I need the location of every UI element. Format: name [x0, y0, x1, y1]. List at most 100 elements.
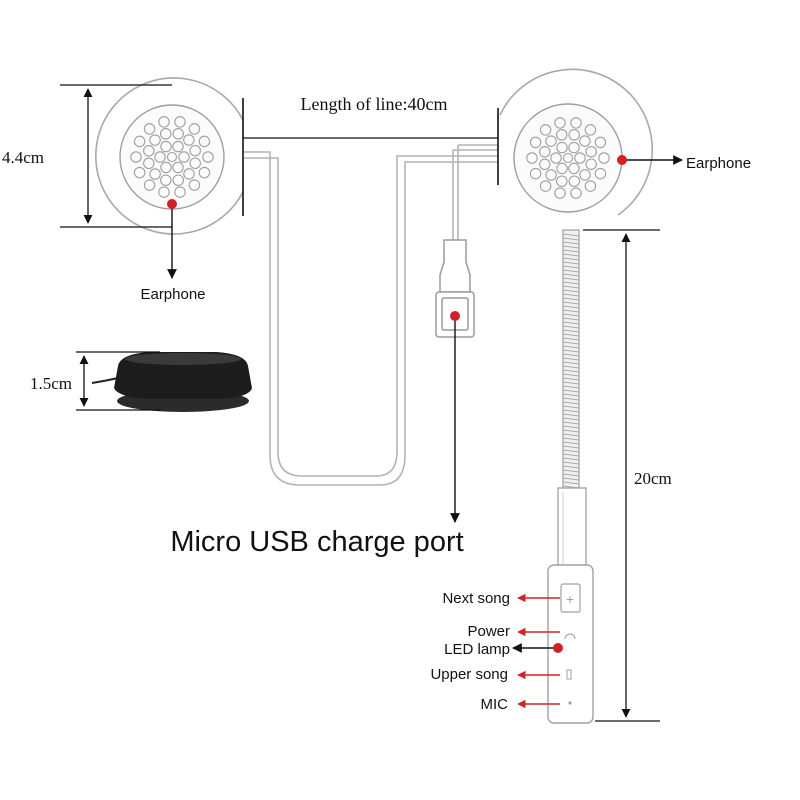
gooseneck-coil [562, 381, 580, 385]
gooseneck-coil [562, 269, 580, 273]
gooseneck-coil [562, 237, 580, 241]
boom-length-label: 20cm [634, 469, 672, 488]
gooseneck-coil [562, 433, 580, 437]
gooseneck-coil [562, 349, 580, 353]
grille-hole [556, 162, 568, 175]
grille-hole [598, 152, 610, 164]
grille-hole [154, 151, 166, 163]
grille-hole [562, 152, 574, 164]
gooseneck-coil [562, 313, 580, 317]
grille-hole [149, 168, 161, 180]
earphone-side-view [91, 352, 252, 412]
next-song-label: Next song [442, 590, 510, 607]
grille-hole [143, 157, 155, 170]
grille-hole [579, 135, 591, 147]
gooseneck-coil [562, 385, 580, 389]
grille-hole [188, 123, 201, 135]
gooseneck-coil [562, 389, 580, 393]
grille-hole [539, 180, 552, 192]
gooseneck-coil [562, 265, 580, 269]
gooseneck-coil [562, 277, 580, 281]
grille-hole [574, 152, 586, 164]
callout-dot-led-lamp [553, 643, 563, 653]
grille-hole [172, 174, 185, 186]
grille-hole [133, 166, 146, 179]
gooseneck-coil [562, 329, 580, 333]
gooseneck-coil [562, 477, 580, 481]
grille-hole [526, 152, 538, 164]
grille-hole [556, 141, 568, 154]
charge-port-label: Micro USB charge port [170, 526, 463, 558]
grille-hole [159, 128, 172, 140]
gooseneck-coil [562, 293, 580, 297]
control-arrows [517, 593, 560, 709]
grille-hole [529, 136, 542, 149]
grille-hole [568, 141, 580, 154]
gooseneck-coil [562, 377, 580, 381]
grille-hole [160, 161, 172, 174]
callout-dot-charge-port [450, 311, 460, 321]
gooseneck-coil [562, 309, 580, 313]
grille-hole [579, 169, 591, 181]
gooseneck-coil [562, 325, 580, 329]
grille-hole [585, 145, 597, 158]
grille-hole [570, 117, 582, 129]
grille-hole [202, 151, 214, 163]
grille-hole [550, 152, 562, 164]
grille-hole [188, 179, 201, 191]
upper-song-label: Upper song [430, 666, 508, 683]
gooseneck-coil [562, 297, 580, 301]
gooseneck-coil [562, 233, 580, 237]
grille-hole [539, 124, 552, 136]
gooseneck-coil [562, 321, 580, 325]
gooseneck-coil [562, 465, 580, 469]
gooseneck-coil [562, 461, 580, 465]
gooseneck-coil [562, 409, 580, 413]
callout-dot-earphone-left [167, 199, 177, 209]
gooseneck-coil [562, 401, 580, 405]
gooseneck-coil [562, 341, 580, 345]
grille-hole [529, 167, 542, 180]
gooseneck-coil [562, 285, 580, 289]
grille-hole [545, 169, 557, 181]
gooseneck-coil [562, 317, 580, 321]
gooseneck-coil [562, 353, 580, 357]
gooseneck-coil [562, 473, 580, 477]
gooseneck-coil [562, 445, 580, 449]
grille-hole [174, 116, 186, 128]
earphone-left [95, 77, 244, 235]
gooseneck-coil [562, 481, 580, 485]
gooseneck-coil [562, 253, 580, 257]
grille-hole [158, 186, 170, 198]
cable [244, 144, 498, 486]
diameter-label: 4.4cm [2, 148, 44, 167]
grille-hole [570, 187, 582, 199]
gooseneck-coil [562, 421, 580, 425]
grille-hole [160, 140, 172, 153]
gooseneck-coil [562, 457, 580, 461]
grille-hole [160, 174, 172, 186]
callout-leaders [167, 155, 683, 653]
grille-hole [594, 136, 607, 149]
grille-hole [568, 162, 580, 175]
gooseneck-coil [562, 369, 580, 373]
svg-text:+: + [565, 593, 574, 606]
grille-hole [568, 175, 581, 187]
grille-hole [539, 146, 551, 158]
gooseneck-coil [562, 405, 580, 409]
gooseneck-coil [562, 413, 580, 417]
gooseneck-coil [562, 241, 580, 245]
gooseneck-coil [562, 357, 580, 361]
grille-hole [189, 157, 201, 169]
mic-boom: + [547, 229, 594, 724]
grille-hole [539, 158, 551, 171]
gooseneck-coil [562, 449, 580, 453]
gooseneck-coil [562, 425, 580, 429]
grille-hole [568, 129, 580, 141]
earphone-right-label: Earphone [686, 155, 751, 172]
earphone-left-label: Earphone [140, 286, 205, 303]
gooseneck-coil [562, 245, 580, 249]
grille-hole [584, 180, 597, 192]
